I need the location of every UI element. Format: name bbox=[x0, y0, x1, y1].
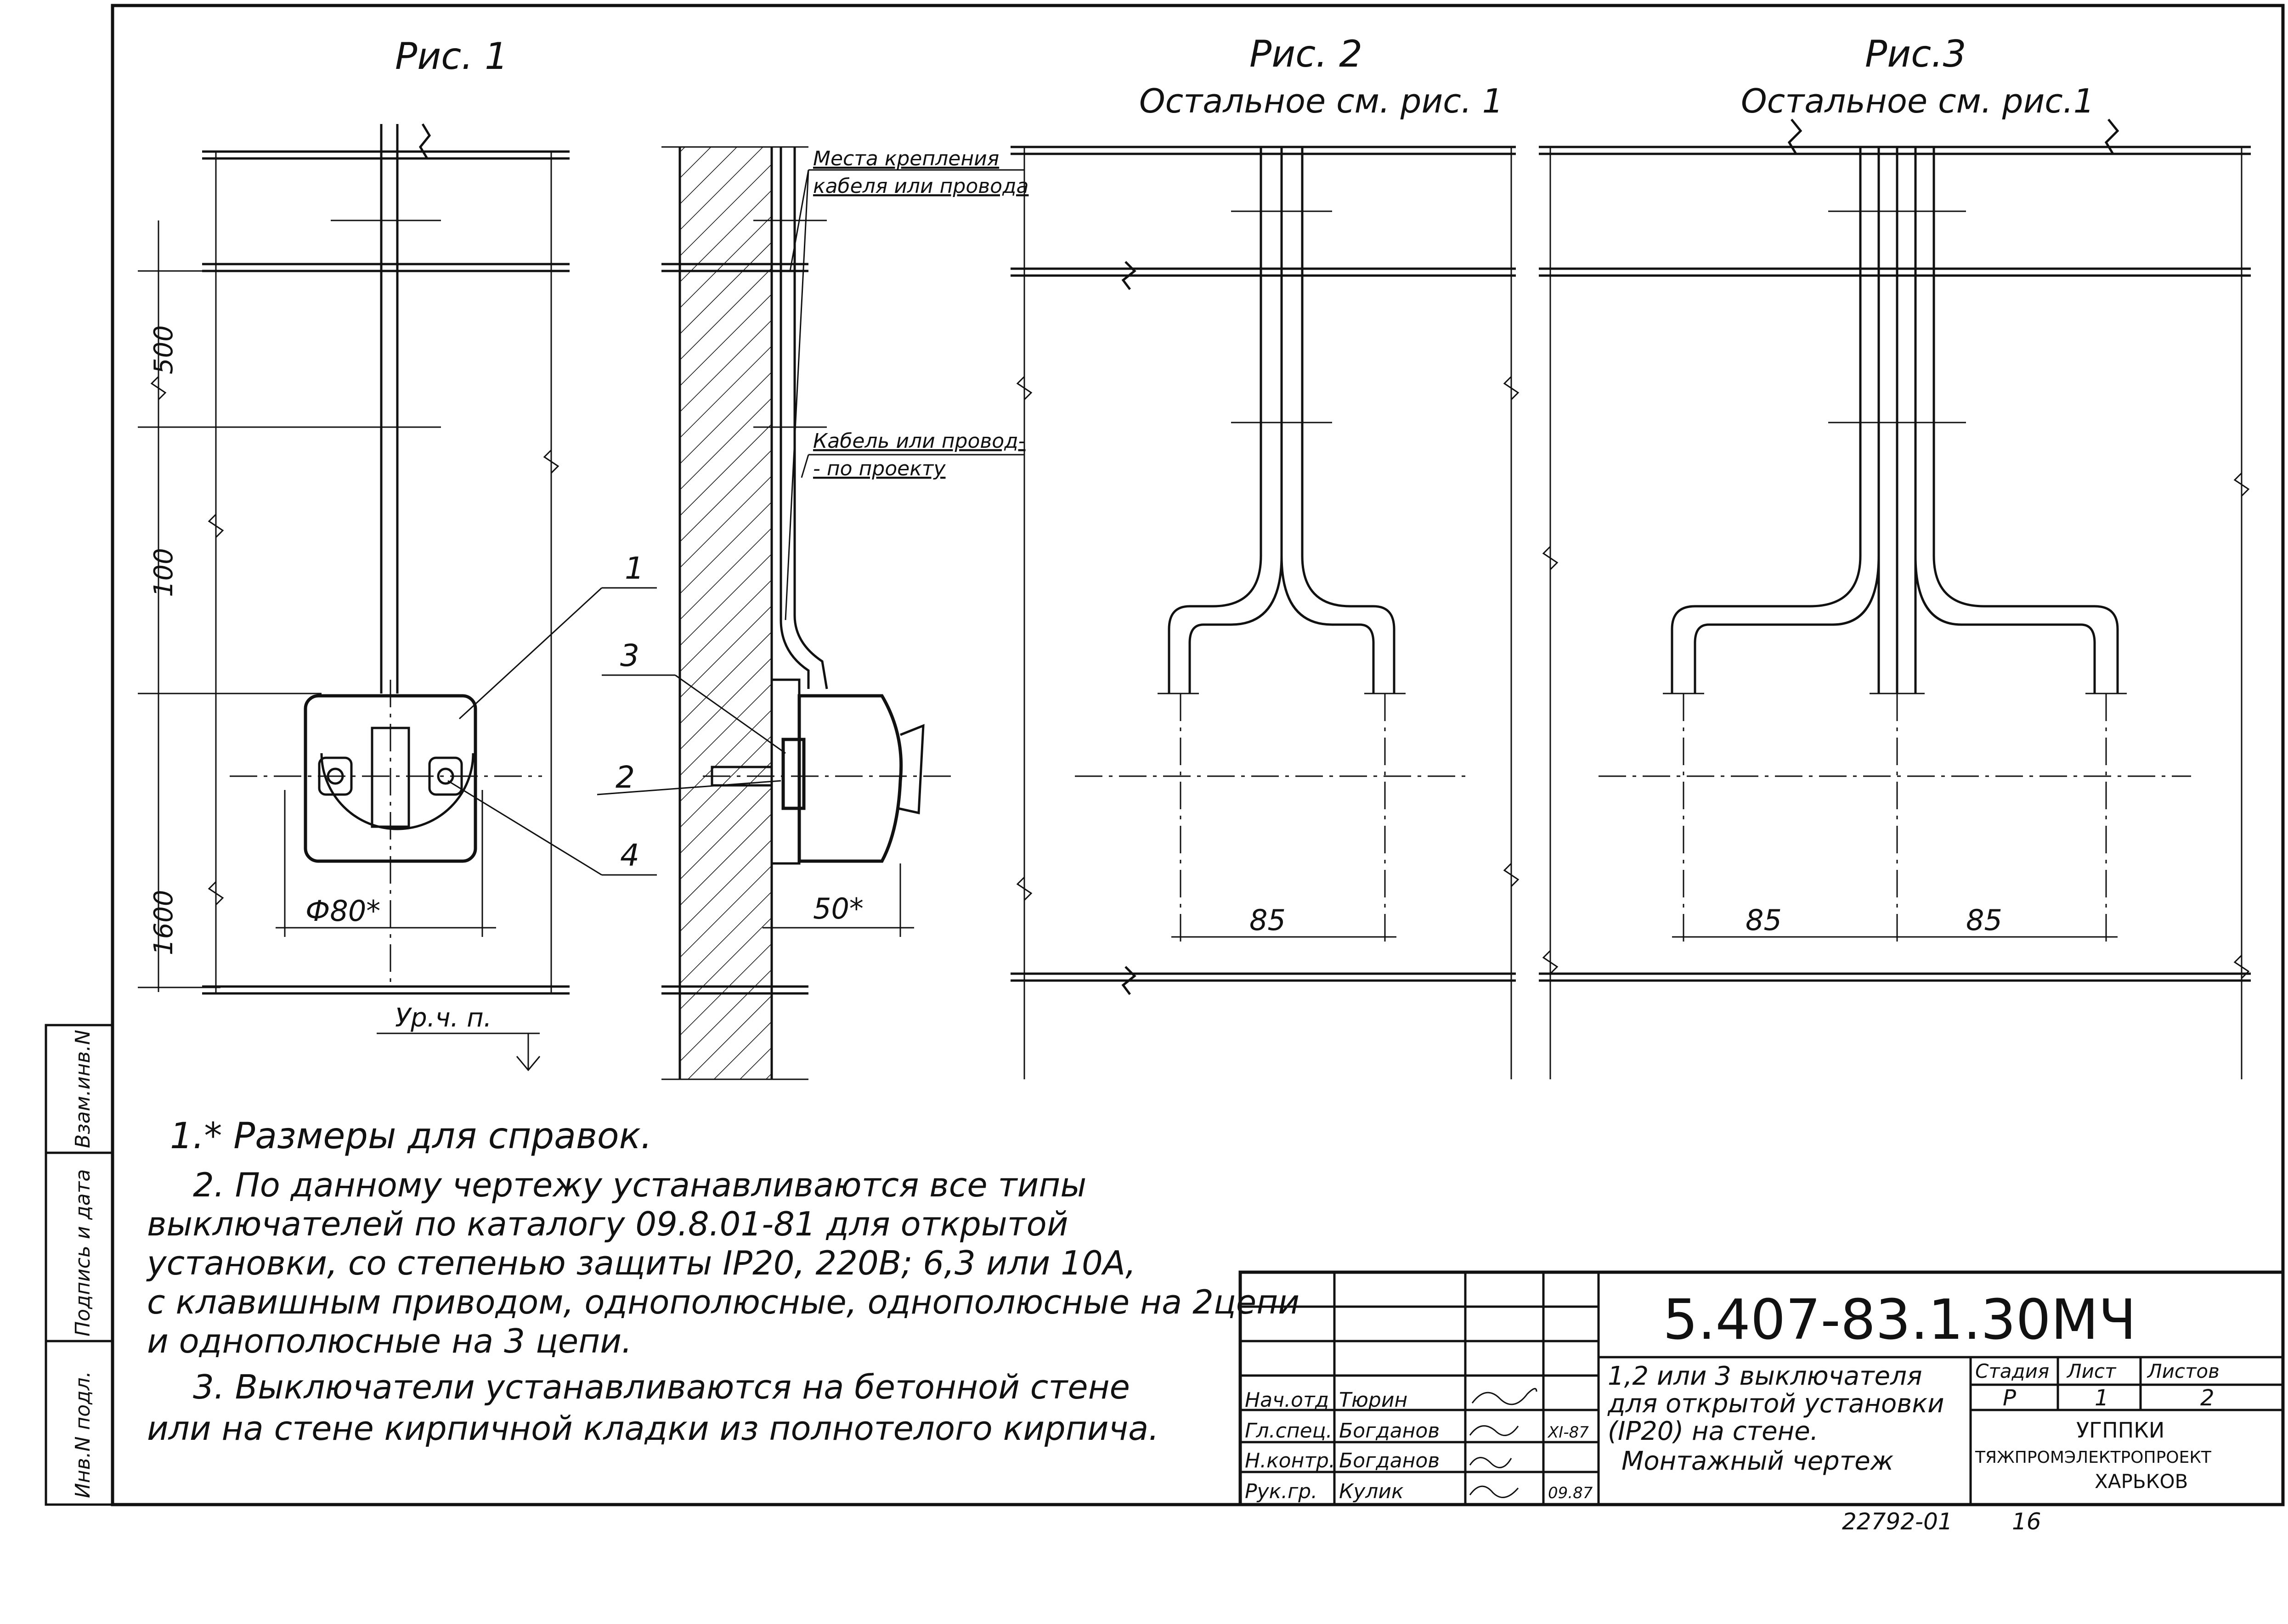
title-line-2: для открытой установки bbox=[1607, 1389, 1944, 1419]
drawing-frame bbox=[45, 4, 2285, 1506]
sig-name-3: Богданов bbox=[1339, 1449, 1440, 1472]
sig-name-4: Кулик bbox=[1339, 1480, 1404, 1503]
side-stamp: Инв.N подл. Подпись и дата Взам.инв.N bbox=[71, 1030, 95, 1498]
fig2-subtitle: Остальное см. рис. 1 bbox=[1139, 82, 1503, 120]
dim-50: 50* bbox=[813, 892, 864, 925]
stage-label: Стадия bbox=[1975, 1360, 2049, 1382]
fig2-dim-85: 85 bbox=[1249, 903, 1286, 937]
footer: 22792-01 16 bbox=[1842, 1508, 2041, 1535]
sig-name-2: Богданов bbox=[1339, 1419, 1440, 1443]
note-2-line2: выключателей по каталогу 09.8.01-81 для … bbox=[147, 1205, 1068, 1243]
sig-role-4: Рук.гр. bbox=[1245, 1480, 1317, 1503]
title-line-3: (IP20) на стене. bbox=[1608, 1416, 1819, 1446]
callout-4: 4 bbox=[620, 838, 639, 873]
fig1-title: Рис. 1 bbox=[395, 35, 508, 78]
fig3-dim-85-right: 85 bbox=[1966, 903, 2002, 937]
stage-value: Р bbox=[2003, 1385, 2016, 1411]
side-stamp-inv: Инв.N подл. bbox=[71, 1371, 95, 1498]
note-2-line5: и однополюсные на 3 цепи. bbox=[147, 1322, 632, 1360]
footer-page: 16 bbox=[2012, 1508, 2041, 1535]
note-3-line1: 3. Выключатели устанавливаются на бетонн… bbox=[193, 1368, 1130, 1406]
dim-100: 100 bbox=[149, 548, 179, 597]
note-1: 1.* Размеры для справок. bbox=[170, 1116, 652, 1157]
sheet-value: 1 bbox=[2095, 1385, 2109, 1411]
footer-number: 22792-01 bbox=[1842, 1508, 1953, 1535]
figure-2: Рис. 2 Остальное см. рис. 1 85 bbox=[1011, 33, 1520, 1079]
sheets-label: Листов bbox=[2147, 1360, 2220, 1382]
title-block: 5.407-83.1.30МЧ 1,2 или 3 выключателя дл… bbox=[1238, 1270, 2285, 1506]
callout-3: 3 bbox=[620, 638, 639, 673]
callout-2: 2 bbox=[616, 760, 635, 795]
sheets-value: 2 bbox=[2200, 1385, 2215, 1411]
callout-1: 1 bbox=[625, 551, 644, 586]
org-line-3: ХАРЬКОВ bbox=[2095, 1470, 2188, 1493]
wall-section: 50* 3 2 Места крепления кабеля или прово… bbox=[597, 146, 1028, 1080]
figure-1: Рис. 1 500 100 1600 bbox=[138, 35, 657, 1071]
sheet-label: Лист bbox=[2066, 1360, 2117, 1382]
title-line-1: 1,2 или 3 выключателя bbox=[1608, 1361, 1922, 1391]
general-notes: 1.* Размеры для справок. 2. По данному ч… bbox=[146, 1116, 1299, 1448]
title-line-4: Монтажный чертеж bbox=[1621, 1446, 1893, 1476]
doc-code: 5.407-83.1.30МЧ bbox=[1663, 1288, 2136, 1352]
figure-3: Рис.3 Остальное см. рис.1 bbox=[1539, 33, 2251, 1079]
cable-note-line1: Кабель или провод- bbox=[813, 429, 1026, 453]
dim-phi80: Ф80* bbox=[305, 894, 380, 928]
dim-1600: 1600 bbox=[149, 890, 179, 955]
note-2-line4: с клавишным приводом, однополюсные, одно… bbox=[147, 1283, 1299, 1321]
side-stamp-replace: Взам.инв.N bbox=[71, 1030, 95, 1148]
sig-name-1: Тюрин bbox=[1339, 1388, 1407, 1412]
sig-role-3: Н.контр. bbox=[1245, 1449, 1335, 1472]
note-2-line1: 2. По данному чертежу устанавливаются вс… bbox=[193, 1166, 1086, 1204]
fig3-dim-85-left: 85 bbox=[1746, 903, 1782, 937]
cable-note-line2: - по проекту bbox=[813, 457, 946, 480]
sig-role-2: Гл.спец. bbox=[1245, 1419, 1333, 1443]
level-mark: Ур.ч. п. bbox=[395, 1003, 492, 1033]
sig-date-2: XI-87 bbox=[1547, 1423, 1589, 1442]
fig3-subtitle: Остальное см. рис.1 bbox=[1741, 82, 2095, 120]
fig2-title: Рис. 2 bbox=[1249, 33, 1362, 75]
mount-note-line2: кабеля или провода bbox=[813, 175, 1028, 198]
org-line-1: УГППКИ bbox=[2076, 1418, 2164, 1443]
note-3-line2: или на стене кирпичной кладки из полноте… bbox=[147, 1409, 1159, 1448]
sig-date-4: 09.87 bbox=[1548, 1484, 1593, 1502]
dim-500: 500 bbox=[149, 325, 179, 374]
side-stamp-sign: Подпись и дата bbox=[71, 1169, 95, 1336]
note-2-line3: установки, со степенью защиты IP20, 220В… bbox=[146, 1244, 1136, 1282]
signature-rows: Нач.отд Тюрин Гл.спец. Богданов XI-87 Н.… bbox=[1245, 1388, 1593, 1503]
fig3-title: Рис.3 bbox=[1865, 33, 1966, 75]
sig-role-1: Нач.отд bbox=[1245, 1388, 1329, 1412]
mount-note-line1: Места крепления bbox=[813, 147, 999, 170]
org-line-2: ТЯЖПРОМЭЛЕКТРОПРОЕКТ bbox=[1975, 1448, 2212, 1467]
